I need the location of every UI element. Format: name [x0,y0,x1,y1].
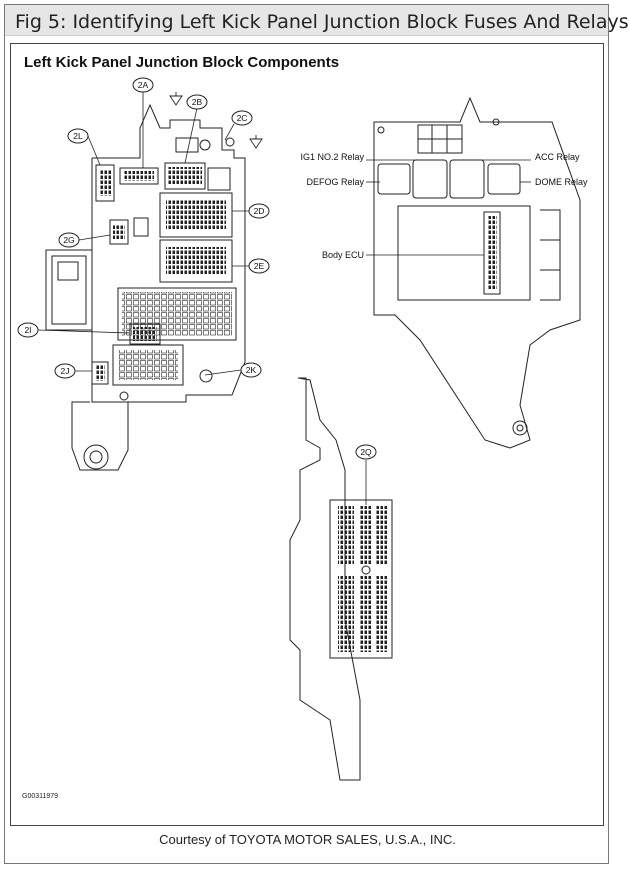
callout-2G [58,232,80,248]
ground-symbols [169,92,263,149]
callout-2A [132,77,154,93]
diagram-frame [10,43,604,826]
junction-block-diagram: 2A 2B 2C 2L 2D 2E 2G 2I 2J 2K 2Q IG1 NO.… [17,77,588,781]
figure-header: Fig 5: Identifying Left Kick Panel Junct… [5,5,629,36]
right-relay-block [373,96,581,449]
callout-2L [67,128,89,144]
label-2L: 2L [73,131,83,141]
callout-2I [17,322,39,338]
image-code: G00311979 [22,793,59,800]
callout-leaders [37,92,531,505]
label-2J: 2J [61,366,70,376]
label-2G: 2G [63,235,74,245]
callout-2B [186,94,208,110]
label-2B: 2B [192,97,203,107]
callout-2D [248,203,270,219]
left-junction-block [45,103,246,471]
callout-2J [54,363,76,379]
callout-labels: 2A 2B 2C 2L 2D 2E 2G 2I 2J 2K 2Q IG1 NO.… [24,80,588,457]
callout-2Q [355,444,377,460]
label-acc-relay: ACC Relay [535,152,580,162]
label-2C: 2C [237,113,248,123]
label-ig1-relay: IG1 NO.2 Relay [300,152,364,162]
courtesy-line: Courtesy of TOYOTA MOTOR SALES, U.S.A., … [159,832,456,847]
bottom-junction-block [289,377,393,781]
label-body-ecu: Body ECU [322,250,364,260]
label-dome-relay: DOME Relay [535,177,588,187]
callout-2E [248,258,270,274]
callout-2C [231,110,253,126]
label-2A: 2A [138,80,149,90]
label-defog-relay: DEFOG Relay [306,177,364,187]
label-2I: 2I [24,325,31,335]
figure-title: Fig 5: Identifying Left Kick Panel Junct… [15,11,629,33]
diagram-title: Left Kick Panel Junction Block Component… [24,54,340,71]
label-2K: 2K [246,365,257,375]
label-2Q: 2Q [360,447,372,457]
label-2D: 2D [254,206,265,216]
callout-2K [240,362,262,378]
callout-circles [17,77,377,460]
label-2E: 2E [254,261,265,271]
